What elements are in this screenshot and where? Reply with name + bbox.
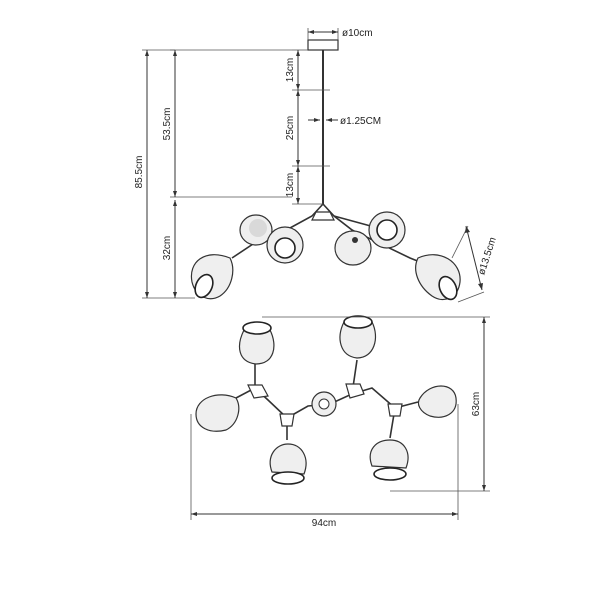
top-globe-3 (195, 394, 240, 432)
side-globe-far-right (415, 254, 461, 301)
side-globe-far-left (190, 254, 234, 300)
side-view: ø10cm ø1.25CM 13cm 25cm 13cm 53.5cm (134, 28, 499, 303)
rod-bottom-segment-label: 13cm (285, 173, 296, 197)
canopy-diameter-label: ø10cm (342, 28, 373, 39)
rod-diameter-label: ø1.25CM (340, 116, 381, 127)
top-arms (235, 355, 419, 440)
side-globe-back-right (368, 211, 406, 249)
side-globe-back-left (239, 214, 273, 246)
overall-height-label: 85.5cm (134, 156, 145, 189)
canopy (307, 39, 339, 51)
top-globe-7 (369, 439, 409, 481)
top-globe-4 (311, 391, 337, 417)
top-view: 63cm 94cm (190, 315, 490, 529)
rod-top-segment-label: 13cm (285, 58, 296, 82)
overall-depth-label: 63cm (471, 392, 482, 416)
side-globe-center-right (334, 230, 372, 266)
top-globe-2 (339, 315, 377, 359)
side-globe-front-left (266, 226, 304, 264)
rod-total-label: 53.5cm (162, 108, 173, 141)
rod-mid-segment-label: 25cm (285, 116, 296, 140)
shade-diameter-label: ø13.5cm (476, 236, 498, 276)
fixture-height-label: 32cm (162, 236, 173, 260)
top-globe-6 (269, 443, 307, 485)
top-globe-1 (238, 321, 275, 365)
top-globe-5 (417, 385, 457, 418)
overall-width-label: 94cm (312, 518, 336, 529)
